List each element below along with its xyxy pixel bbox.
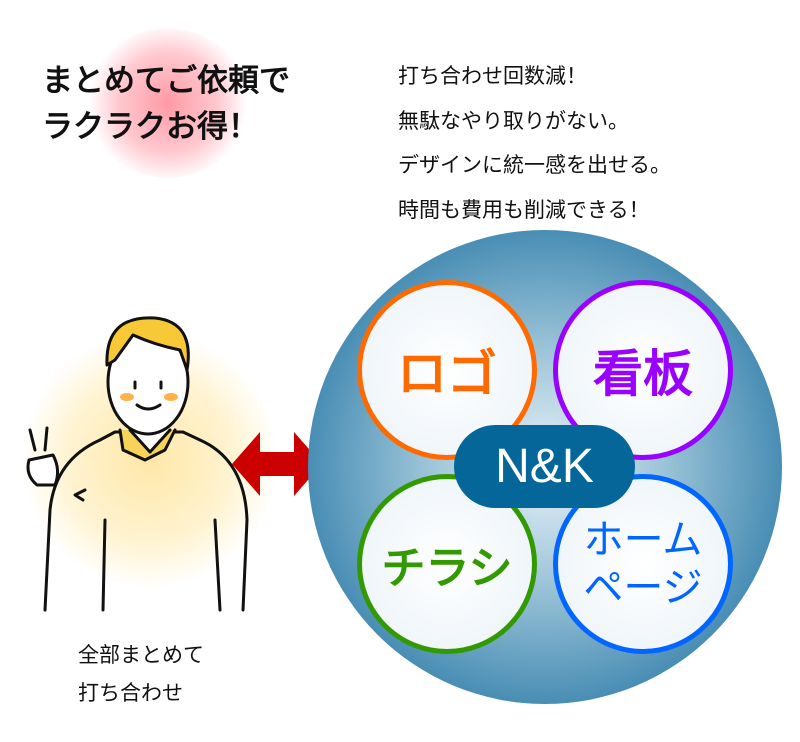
headline-line-2: ラクラクお得！ xyxy=(42,109,259,145)
double-arrow-icon xyxy=(232,432,322,496)
caption-line-1: 全部まとめて xyxy=(78,643,204,667)
headline-line-1: まとめてご依頼で xyxy=(42,63,290,99)
service-homepage: ホーム ページ xyxy=(553,474,733,654)
headline: まとめてご依頼で ラクラクお得！ xyxy=(42,58,290,150)
headline-glow xyxy=(88,28,248,178)
person-illustration xyxy=(26,316,249,612)
center-brand-label: N&K xyxy=(454,425,635,508)
benefit-item: 無駄なやり取りがない。 xyxy=(398,108,629,133)
service-label: ページ xyxy=(583,565,703,611)
benefit-item: 時間も費用も削減できる！ xyxy=(398,197,650,222)
service-label: ホーム xyxy=(583,517,703,563)
benefit-item: デザインに統一感を出せる。 xyxy=(398,153,671,177)
brand-text: N&K xyxy=(495,440,594,493)
service-label: ロゴ xyxy=(397,345,497,403)
service-label: チラシ xyxy=(381,543,513,594)
service-logo: ロゴ xyxy=(357,280,537,460)
benefits-list: 打ち合わせ回数減！ 無駄なやり取りがない。 デザインに統一感を出せる。 時間も費… xyxy=(398,54,671,232)
benefit-item: 打ち合わせ回数減！ xyxy=(398,64,587,88)
caption-line-2: 打ち合わせ xyxy=(78,681,183,705)
caption: 全部まとめて 打ち合わせ xyxy=(78,636,204,712)
service-label: 看板 xyxy=(593,345,693,403)
